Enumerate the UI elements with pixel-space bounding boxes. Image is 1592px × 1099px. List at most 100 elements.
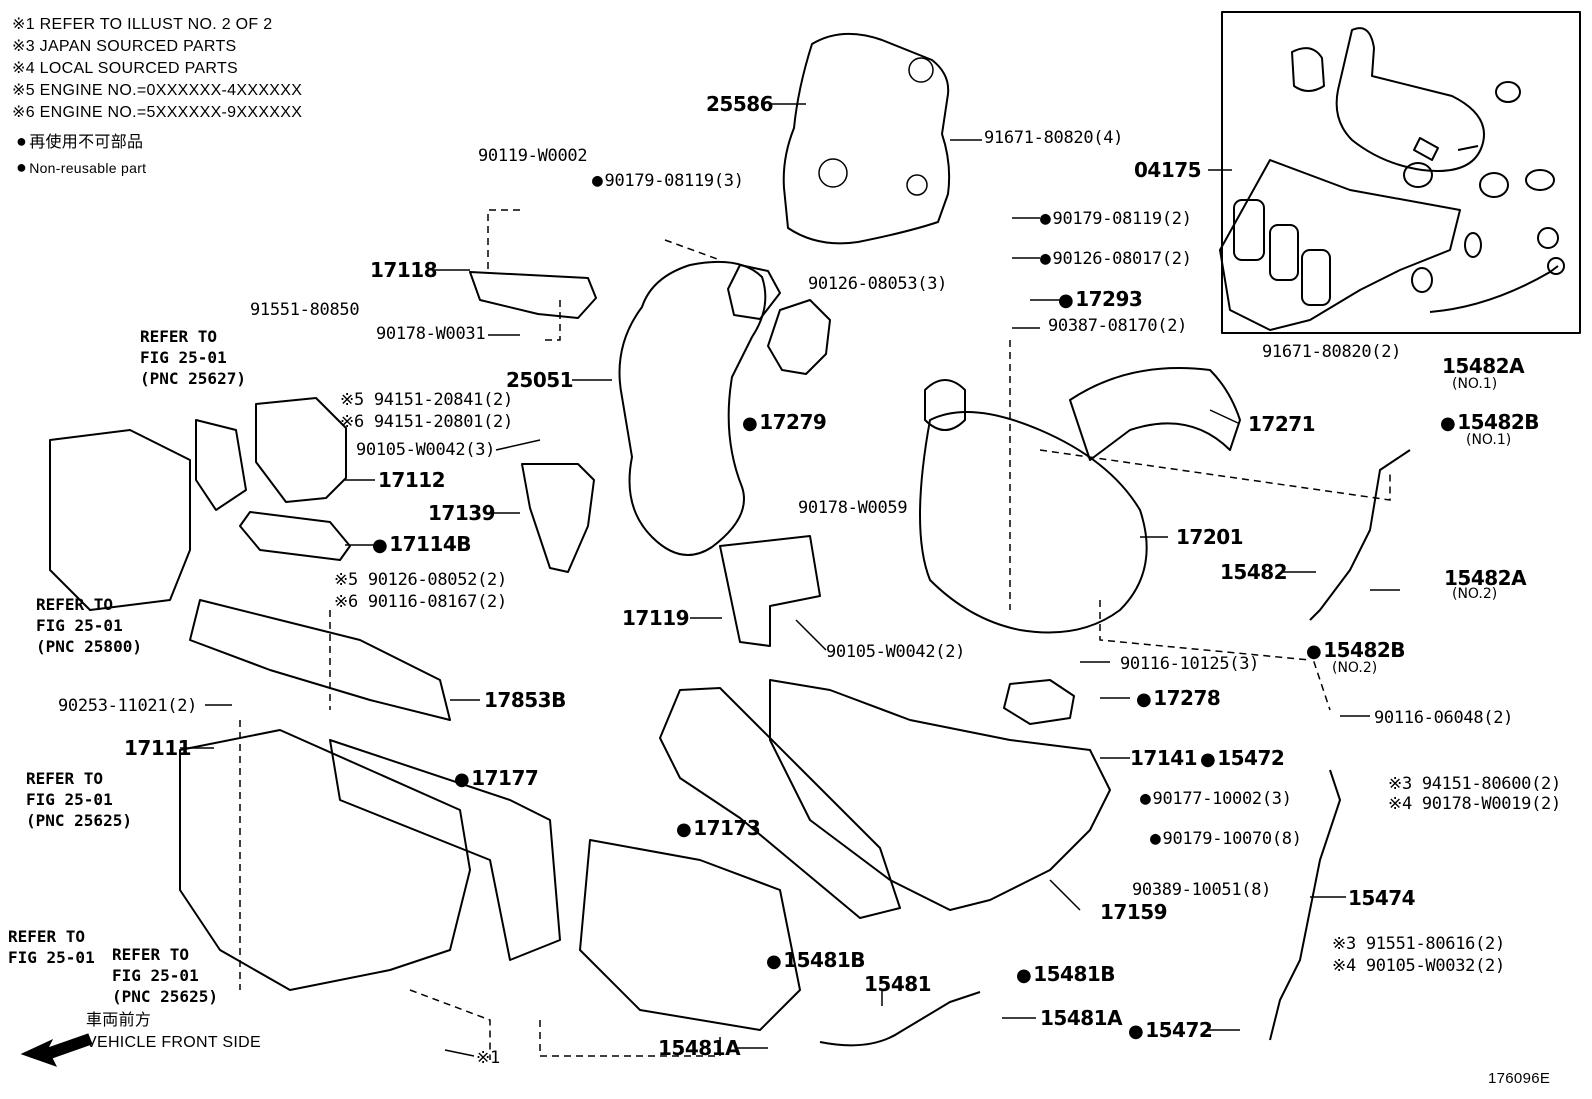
ref-line: FIG 25-01 <box>36 616 123 635</box>
part-15481-shape <box>819 991 981 1047</box>
label-15481B-a[interactable]: 15481B <box>766 948 865 972</box>
label-91671-80820-2[interactable]: 91671-80820(2) <box>1262 342 1402 362</box>
label-94151-20841-2[interactable]: ※5 94151-20841(2) <box>340 390 513 410</box>
ref-line: (PNC 25800) <box>36 637 142 656</box>
label-15481A-a[interactable]: 15481A <box>658 1036 741 1060</box>
part-17114B-shape <box>239 511 351 561</box>
label-94151-80600-2[interactable]: ※3 94151-80600(2) <box>1388 774 1561 794</box>
ref-line: FIG 25-01 <box>112 966 199 985</box>
label-15481A-b[interactable]: 15481A <box>1040 1006 1123 1030</box>
label-90126-08053-3[interactable]: 90126-08053(3) <box>808 274 948 294</box>
label-17293[interactable]: 17293 <box>1058 287 1143 311</box>
ref-line: REFER TO <box>26 769 104 788</box>
label-90126-08017-2[interactable]: 90126-08017(2) <box>1040 248 1192 269</box>
label-90178-W0019-2[interactable]: ※4 90178-W0019(2) <box>1388 794 1561 814</box>
front-side-jp: 車両前方 <box>86 1012 152 1029</box>
ref-fig-25800[interactable]: REFER TO FIG 25-01 (PNC 25800) <box>36 594 142 657</box>
part-25586-shape <box>782 32 951 245</box>
label-90105-W0042-3[interactable]: 90105-W0042(3) <box>356 440 496 460</box>
label-90177-10002-3[interactable]: 90177-10002(3) <box>1140 788 1292 809</box>
label-17177[interactable]: 17177 <box>454 766 539 790</box>
label-90387-08170-2[interactable]: 90387-08170(2) <box>1048 316 1188 336</box>
part-15474-shape <box>1269 769 1341 1041</box>
label-x1[interactable]: ※1 <box>476 1048 500 1068</box>
label-25586[interactable]: 25586 <box>706 92 774 116</box>
label-17141[interactable]: 17141 <box>1130 746 1198 770</box>
label-17853B[interactable]: 17853B <box>484 688 566 712</box>
ref-fig-25625-a[interactable]: REFER TO FIG 25-01 (PNC 25625) <box>26 768 132 831</box>
ref-line: REFER TO <box>112 945 190 964</box>
label-90105-W0042-2[interactable]: 90105-W0042(2) <box>826 642 966 662</box>
legend-nonreusable-en: Non-reusable part <box>16 156 146 179</box>
label-text: 17293 <box>1075 287 1143 311</box>
label-text: 17173 <box>693 816 761 840</box>
label-04175[interactable]: 04175 <box>1134 158 1202 182</box>
label-15482A-no2[interactable]: 15482A <box>1444 566 1527 590</box>
label-text: 17114B <box>389 532 472 556</box>
ref-fig-25625-b[interactable]: REFER TO FIG 25-01 (PNC 25625) <box>112 944 218 1007</box>
label-90116-10125-3[interactable]: 90116-10125(3) <box>1120 654 1260 674</box>
label-15482B-no1[interactable]: 15482B <box>1440 410 1539 434</box>
label-15472-a[interactable]: 15472 <box>1200 746 1285 770</box>
part-17111-shape <box>179 729 471 991</box>
label-17118[interactable]: 17118 <box>370 258 438 282</box>
ref-line: (PNC 25625) <box>26 811 132 830</box>
label-90178-W0059[interactable]: 90178-W0059 <box>798 498 908 518</box>
label-15481[interactable]: 15481 <box>864 972 932 996</box>
label-90253-11021-2[interactable]: 90253-11021(2) <box>58 696 198 716</box>
label-25051[interactable]: 25051 <box>506 368 574 392</box>
inset-turbo-assembly <box>1219 27 1565 331</box>
label-94151-20801-2[interactable]: ※6 94151-20801(2) <box>340 412 513 432</box>
label-17111[interactable]: 17111 <box>124 736 192 760</box>
label-90389-10051-8[interactable]: 90389-10051(8) <box>1132 880 1272 900</box>
label-17279[interactable]: 17279 <box>742 410 827 434</box>
part-17173-shape <box>659 687 901 919</box>
ref-fig-25627[interactable]: REFER TO FIG 25-01 (PNC 25627) <box>140 326 246 389</box>
part-17139-shape <box>521 463 595 573</box>
label-15482B-no2[interactable]: 15482B <box>1306 638 1405 662</box>
label-17114B[interactable]: 17114B <box>372 532 471 556</box>
label-90179-08119-3[interactable]: 90179-08119(3) <box>592 170 744 191</box>
label-90126-08052-2[interactable]: ※5 90126-08052(2) <box>334 570 507 590</box>
label-90179-08119-2[interactable]: 90179-08119(2) <box>1040 208 1192 229</box>
label-90119-W0002[interactable]: 90119-W0002 <box>478 146 588 166</box>
ref-fig-plain[interactable]: REFER TO FIG 25-01 <box>8 926 95 968</box>
label-text: 90179-08119(3) <box>604 171 744 191</box>
part-17853B-shape <box>189 599 451 721</box>
label-15482[interactable]: 15482 <box>1220 560 1288 584</box>
label-text: 15482B <box>1323 638 1406 662</box>
label-17278[interactable]: 17278 <box>1136 686 1221 710</box>
label-91671-80820-4[interactable]: 91671-80820(4) <box>984 128 1124 148</box>
label-15481B-b[interactable]: 15481B <box>1016 962 1115 986</box>
ref-line: FIG 25-01 <box>26 790 113 809</box>
label-text: 17279 <box>759 410 827 434</box>
label-17159[interactable]: 17159 <box>1100 900 1168 924</box>
legend-line-5: ※6 ENGINE NO.=5XXXXXX-9XXXXXX <box>12 104 303 121</box>
leader-lines <box>180 103 1400 1057</box>
label-15482A-no1[interactable]: 15482A <box>1442 354 1525 378</box>
label-15474[interactable]: 15474 <box>1348 886 1416 910</box>
engine-block-shape <box>579 839 801 1031</box>
ref-line: REFER TO <box>140 327 218 346</box>
label-15482B-no1-suffix: (NO.1) <box>1466 432 1512 448</box>
label-91551-80616-2[interactable]: ※3 91551-80616(2) <box>1332 934 1505 954</box>
label-17119[interactable]: 17119 <box>622 606 690 630</box>
label-17112[interactable]: 17112 <box>378 468 446 492</box>
label-91551-80850[interactable]: 91551-80850 <box>250 300 360 320</box>
label-90179-10070-8[interactable]: 90179-10070(8) <box>1150 828 1302 849</box>
label-15472-b[interactable]: 15472 <box>1128 1018 1213 1042</box>
label-17271[interactable]: 17271 <box>1248 412 1316 436</box>
label-17201[interactable]: 17201 <box>1176 525 1244 549</box>
label-90105-W0032-2[interactable]: ※4 90105-W0032(2) <box>1332 956 1505 976</box>
part-17177-shape <box>329 739 561 961</box>
label-90116-08167-2[interactable]: ※6 90116-08167(2) <box>334 592 507 612</box>
egr-valve-shape <box>49 429 191 611</box>
label-90178-W0031[interactable]: 90178-W0031 <box>376 324 486 344</box>
label-17173[interactable]: 17173 <box>676 816 761 840</box>
label-17139[interactable]: 17139 <box>428 501 496 525</box>
part-25051-shape <box>618 260 767 556</box>
label-text: 15481B <box>783 948 866 972</box>
part-17201-shape <box>919 411 1148 634</box>
label-90116-06048-2[interactable]: 90116-06048(2) <box>1374 708 1514 728</box>
label-text: 15482B <box>1457 410 1540 434</box>
